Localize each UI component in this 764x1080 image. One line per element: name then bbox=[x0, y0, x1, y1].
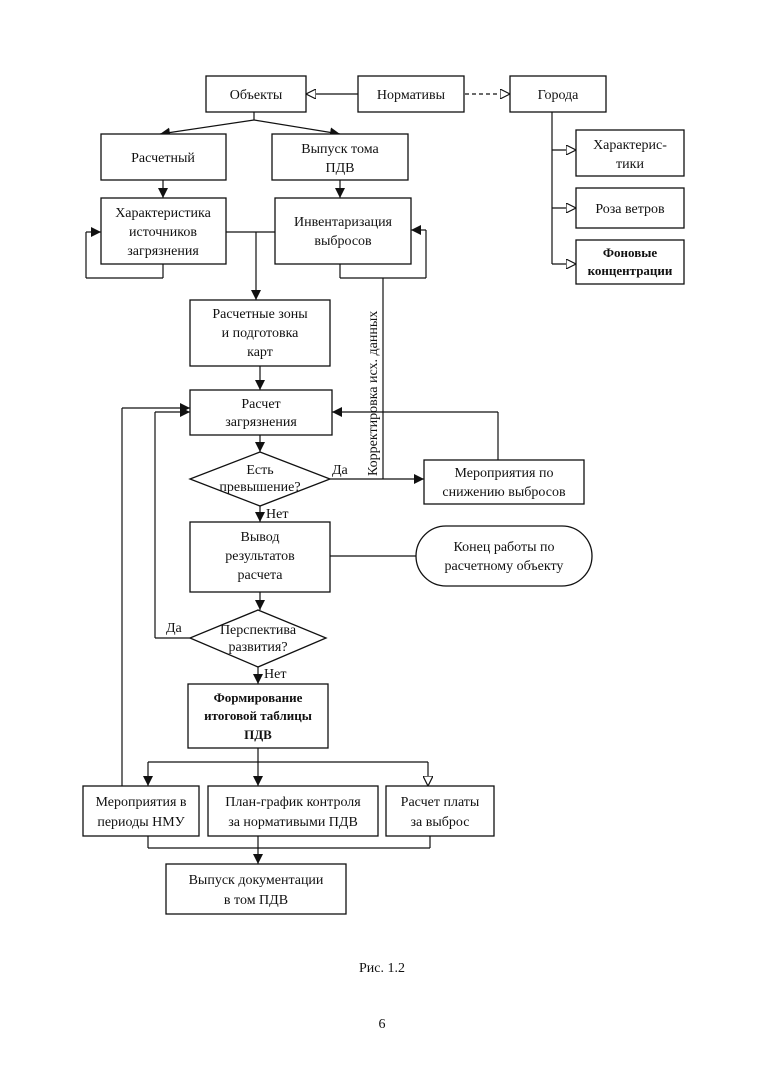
node-source-char-line-3: загрязнения bbox=[127, 244, 199, 259]
node-pdv-volume-line-2: ПДВ bbox=[326, 161, 355, 176]
decision-development-line-1: Перспектива bbox=[220, 623, 297, 638]
connectors bbox=[85, 94, 576, 864]
node-characteristics-line-2: тики bbox=[616, 157, 644, 172]
node-control-line-1: План-график контроля bbox=[225, 795, 361, 810]
node-end-work-line-1: Конец работы по bbox=[453, 540, 554, 555]
decision-exceedance-line-2: превышение? bbox=[219, 480, 300, 495]
node-inventory-line-1: Инвентаризация bbox=[294, 215, 393, 230]
node-background-line-2: концентрации bbox=[588, 263, 673, 278]
node-pdv-volume-line-1: Выпуск тома bbox=[301, 142, 379, 157]
figure-caption: Рис. 1.2 bbox=[359, 961, 405, 976]
node-calc-zones-line-1: Расчетные зоны bbox=[212, 307, 308, 322]
node-results-line-3: расчета bbox=[238, 568, 284, 583]
node-cities: Города bbox=[509, 75, 607, 113]
node-source-char-line-1: Характеристика bbox=[115, 206, 211, 221]
edge-label-yes-development: Да bbox=[166, 621, 183, 636]
node-inventory-line-2: выбросов bbox=[314, 234, 372, 249]
node-fee-calc: Расчет платы за выброс bbox=[385, 785, 495, 837]
node-pdv-table-line-2: итоговой таблицы bbox=[204, 708, 312, 723]
edge-label-yes-exceedance: Да bbox=[332, 463, 349, 478]
decision-development-line-2: развития? bbox=[228, 640, 287, 655]
node-nmu-measures: Мероприятия в периоды НМУ bbox=[82, 785, 200, 837]
node-pdv-table-line-1: Формирование bbox=[214, 690, 303, 705]
node-calc-zones-line-2: и подготовка bbox=[222, 326, 300, 341]
node-pdv-volume-release: Выпуск тома ПДВ bbox=[271, 133, 409, 181]
node-end-work: Конец работы по расчетному объекту bbox=[415, 525, 593, 587]
node-control-schedule: План-график контроля за нормативыми ПДВ bbox=[207, 785, 379, 837]
node-pollution-calc-line-2: загрязнения bbox=[225, 415, 297, 430]
node-background-line-1: Фоновые bbox=[603, 245, 658, 260]
node-fee-line-2: за выброс bbox=[411, 815, 470, 830]
node-normatives-label: Нормативы bbox=[377, 88, 446, 103]
node-control-line-2: за нормативыми ПДВ bbox=[228, 815, 358, 830]
node-pollution-calc: Расчет загрязнения bbox=[189, 389, 333, 436]
node-results-line-1: Вывод bbox=[241, 530, 280, 545]
node-results-output: Вывод результатов расчета bbox=[189, 521, 331, 593]
node-nmu-line-1: Мероприятия в bbox=[95, 795, 186, 810]
node-objects: Объекты bbox=[205, 75, 307, 113]
node-normatives: Нормативы bbox=[357, 75, 465, 113]
node-source-char-line-2: источников bbox=[129, 225, 197, 240]
node-source-characteristics: Характеристика источников загрязнения bbox=[100, 197, 227, 265]
node-objects-label: Объекты bbox=[230, 88, 283, 103]
node-calculated-label: Расчетный bbox=[131, 151, 195, 166]
node-calc-zones: Расчетные зоны и подготовка карт bbox=[189, 299, 331, 367]
node-background-concentrations: Фоновые концентрации bbox=[575, 239, 685, 285]
decision-exceedance-line-1: Есть bbox=[246, 463, 273, 478]
node-fee-line-1: Расчет платы bbox=[401, 795, 480, 810]
node-wind-rose: Роза ветров bbox=[575, 187, 685, 229]
node-wind-rose-label: Роза ветров bbox=[595, 202, 665, 217]
node-emission-reduction: Мероприятия по снижению выбросов bbox=[423, 459, 585, 505]
node-pdv-table-line-3: ПДВ bbox=[244, 727, 272, 742]
node-end-work-line-2: расчетному объекту bbox=[445, 559, 564, 574]
edge-label-no-development: Нет bbox=[264, 667, 286, 682]
node-results-line-2: результатов bbox=[225, 549, 295, 564]
page-number: 6 bbox=[379, 1017, 386, 1032]
edge-label-no-exceedance: Нет bbox=[266, 507, 288, 522]
node-pollution-calc-line-1: Расчет bbox=[241, 397, 280, 412]
node-calculated: Расчетный bbox=[100, 133, 227, 181]
node-characteristics-line-1: Характерис- bbox=[593, 138, 667, 153]
node-emission-inventory: Инвентаризация выбросов bbox=[274, 197, 412, 265]
decision-development: Перспектива развития? bbox=[188, 609, 328, 668]
edge-label-data-correction: Корректировка исх. данных bbox=[366, 311, 381, 476]
node-characteristics: Характерис- тики bbox=[575, 129, 685, 177]
node-calc-zones-line-3: карт bbox=[247, 345, 273, 360]
node-emission-reduction-line-2: снижению выбросов bbox=[442, 485, 566, 500]
node-doc-release-line-1: Выпуск документации bbox=[189, 873, 324, 888]
node-doc-release-line-2: в том ПДВ bbox=[224, 893, 288, 908]
node-pdv-table: Формирование итоговой таблицы ПДВ bbox=[187, 683, 329, 749]
node-nmu-line-2: периоды НМУ bbox=[97, 815, 184, 830]
node-cities-label: Города bbox=[538, 88, 580, 103]
node-emission-reduction-line-1: Мероприятия по bbox=[455, 466, 554, 481]
decision-exceedance: Есть превышение? bbox=[188, 451, 332, 507]
node-doc-release: Выпуск документации в том ПДВ bbox=[165, 863, 347, 915]
